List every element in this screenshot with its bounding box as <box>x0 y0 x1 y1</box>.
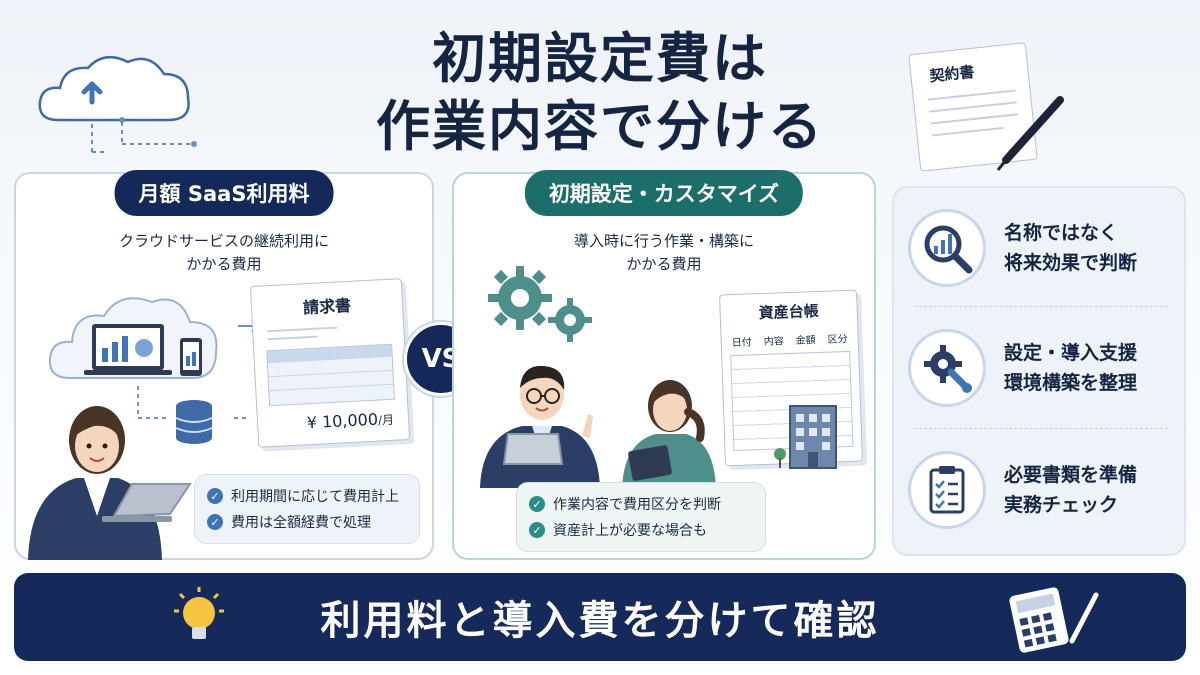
tip-item-future-effect: 名称ではなく 将来効果で判断 <box>908 198 1174 298</box>
check-icon: ✓ <box>207 514 223 530</box>
tip-1-line-1: 名称ではなく <box>1004 222 1119 244</box>
dashed-connector <box>137 386 248 419</box>
clipboard-checklist-icon <box>908 451 986 529</box>
saas-check-list: ✓ 利用期間に応じて費用計上 ✓ 費用は全額経費で処理 <box>194 474 420 544</box>
cloud-devices-icon <box>48 297 218 379</box>
gears-icon <box>488 266 592 342</box>
page-title-line-1: 初期設定費は <box>432 27 768 90</box>
check-icon: ✓ <box>529 522 545 538</box>
summary-banner-text: 利用料と導入費を分けて確認 <box>320 598 880 644</box>
check-icon: ✓ <box>529 496 545 512</box>
summary-banner: 利用料と導入費を分けて確認 <box>14 573 1186 661</box>
tip-text-future-effect: 名称ではなく 将来効果で判断 <box>1004 218 1137 278</box>
setup-check-list: ✓ 作業内容で費用区分を判断 ✓ 資産計上が必要な場合も <box>516 482 766 552</box>
saas-check-item-1: ✓ 利用期間に応じて費用計上 <box>207 483 407 509</box>
invoice-amount-value: ¥ 10,000 <box>306 409 379 433</box>
tip-item-setup-support: 設定・導入支援 環境構築を整理 <box>908 318 1174 418</box>
page-title-line-2: 作業内容で分ける <box>376 95 824 158</box>
ledger-column-date: 日付 <box>731 337 752 350</box>
building-icon <box>774 405 837 469</box>
businesswoman-illustration <box>28 406 192 560</box>
saas-fee-panel: 月額 SaaS利用料 クラウドサービスの継続利用に かかる費用 請求書 <box>14 170 434 560</box>
tip-2-line-2: 環境構築を整理 <box>1004 372 1138 394</box>
setup-desc-line-1: 導入時に行う作業・構築に <box>573 232 754 250</box>
lightbulb-icon <box>174 587 224 639</box>
invoice-amount: ¥ 10,000/月 <box>306 409 394 433</box>
invoice-document: 請求書 ¥ 10,000/月 <box>249 278 411 448</box>
gear-wrench-icon <box>908 329 986 407</box>
check-icon: ✓ <box>207 488 223 504</box>
saas-fee-pill: 月額 SaaS利用料 <box>114 170 334 216</box>
setup-fee-panel: 初期設定・カスタマイズ 導入時に行う作業・構築に かかる費用 資産台帳 日付 内… <box>452 170 876 560</box>
saas-desc-line-2: かかる費用 <box>186 255 262 273</box>
setup-check-text-1: 作業内容で費用区分を判断 <box>553 497 721 513</box>
saas-check-text-1: 利用期間に応じて費用計上 <box>231 489 399 505</box>
saas-check-item-2: ✓ 費用は全額経費で処理 <box>207 509 407 535</box>
tip-text-documents: 必要書類を準備 実務チェック <box>1004 460 1137 520</box>
invoice-label: 請求書 <box>302 295 352 318</box>
tip-2-line-1: 設定・導入支援 <box>1004 342 1138 364</box>
calculator-pen-icon <box>1009 587 1099 653</box>
tip-item-documents: 必要書類を準備 実務チェック <box>908 440 1174 540</box>
ledger-column-content: 内容 <box>763 336 784 348</box>
setup-fee-description: 導入時に行う作業・構築に かかる費用 <box>454 230 874 276</box>
ledger-column-category: 区分 <box>827 334 848 346</box>
ledger-column-amount: 金額 <box>795 335 816 347</box>
tip-3-line-1: 必要書類を準備 <box>1004 464 1138 486</box>
tips-panel: 名称ではなく 将来効果で判断 設定・導入支援 環境構築を整理 <box>892 186 1186 556</box>
tip-3-line-2: 実務チェック <box>1004 494 1119 516</box>
tip-text-setup-support: 設定・導入支援 環境構築を整理 <box>1004 338 1137 398</box>
tip-1-line-2: 将来効果で判断 <box>1004 252 1138 274</box>
invoice-amount-unit: /月 <box>377 412 395 428</box>
divider <box>914 306 1168 307</box>
database-icon <box>175 400 213 444</box>
setup-check-item-2: ✓ 資産計上が必要な場合も <box>529 517 753 543</box>
business-meeting-illustration <box>480 365 716 488</box>
saas-fee-description: クラウドサービスの継続利用に かかる費用 <box>16 230 432 276</box>
setup-check-text-2: 資産計上が必要な場合も <box>553 523 707 539</box>
cloud-upload-icon <box>38 55 197 153</box>
setup-check-item-1: ✓ 作業内容で費用区分を判断 <box>529 491 753 517</box>
divider <box>914 428 1168 429</box>
pen-icon <box>996 96 1064 171</box>
magnifier-chart-icon <box>908 209 986 287</box>
setup-fee-pill: 初期設定・カスタマイズ <box>524 170 804 216</box>
asset-ledger-label: 資産台帳 <box>758 301 819 323</box>
saas-check-text-2: 費用は全額経費で処理 <box>231 515 371 531</box>
asset-ledger-header: 日付 内容 金額 区分 <box>721 330 857 350</box>
saas-desc-line-1: クラウドサービスの継続利用に <box>118 232 329 250</box>
setup-desc-line-2: かかる費用 <box>626 255 702 273</box>
